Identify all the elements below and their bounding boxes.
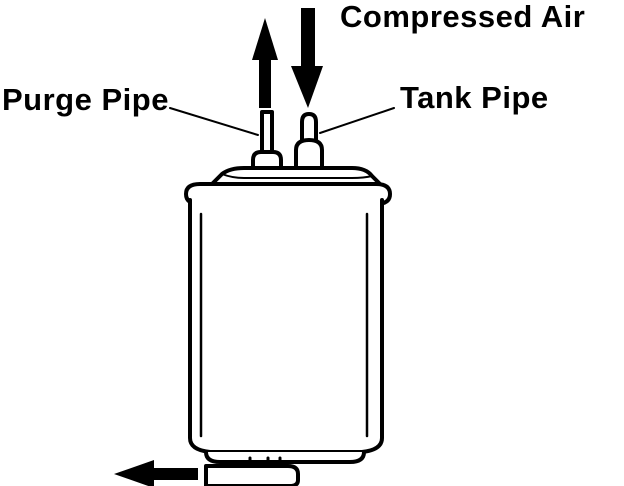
- bottom-flow-arrow: [114, 460, 198, 486]
- compressed-air-arrow: [291, 8, 323, 108]
- canister-base: [204, 450, 366, 464]
- purge-pipe: [251, 110, 283, 172]
- purge-pipe-label: Purge Pipe: [2, 82, 169, 117]
- tank-pipe-leader-line: [319, 107, 395, 134]
- compressed-air-label: Compressed Air: [340, 0, 586, 34]
- purge-pipe-leader-line: [169, 107, 259, 136]
- tank-pipe: [294, 112, 324, 172]
- upward-flow-arrow: [252, 18, 278, 108]
- canister-top-cap: [210, 166, 382, 186]
- tank-pipe-label: Tank Pipe: [400, 80, 549, 115]
- canister-body: [188, 198, 384, 454]
